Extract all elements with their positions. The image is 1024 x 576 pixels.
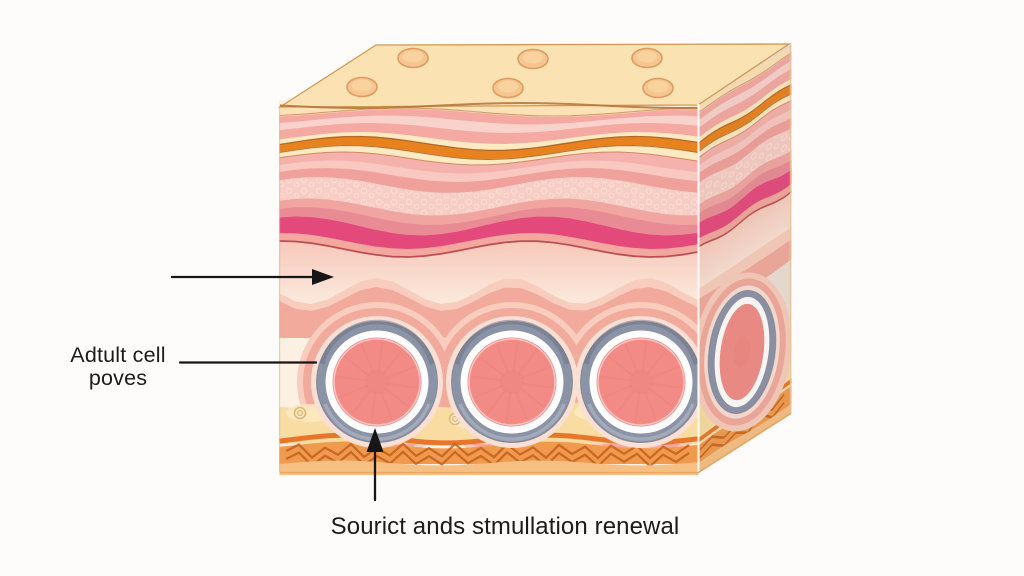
bottom-arrowhead [366, 428, 384, 452]
follicle-2 [446, 316, 578, 448]
top-face [277, 43, 792, 110]
follicle-4 [697, 272, 792, 432]
block-edges [279, 45, 792, 474]
front-face [279, 98, 699, 475]
follicle-1 [311, 316, 443, 448]
annotations [170, 269, 384, 502]
side-face [697, 42, 792, 474]
upper-layer-arrowhead [312, 269, 334, 285]
follicle-3 [575, 316, 699, 448]
